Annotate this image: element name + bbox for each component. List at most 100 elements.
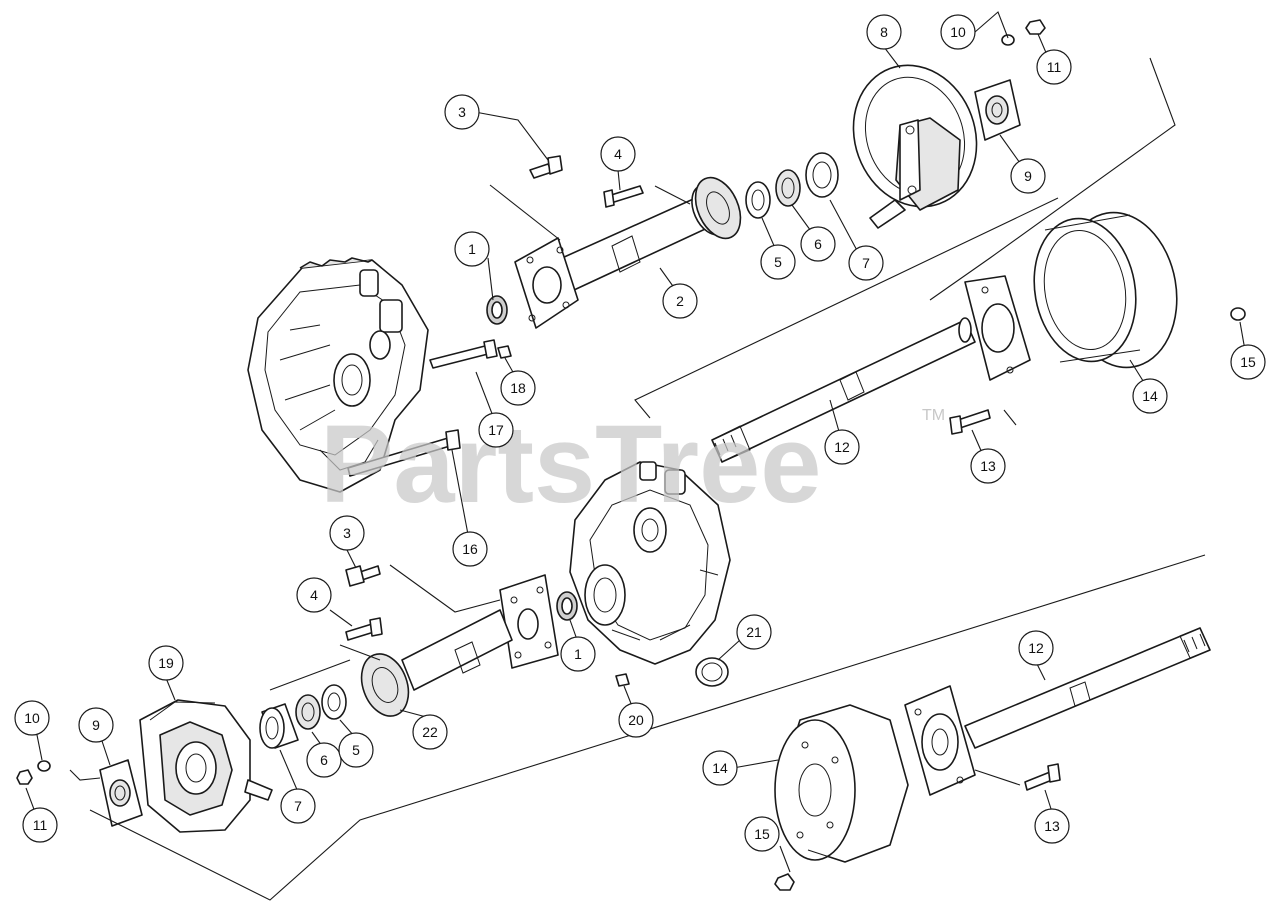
callout-bubble-5-lower[interactable]: 5 xyxy=(338,732,374,768)
axle-tube-upper xyxy=(561,176,742,291)
callout-label: 15 xyxy=(1240,354,1256,370)
bearings-upper xyxy=(745,152,839,219)
callout-bubble-12-upper[interactable]: 12 xyxy=(824,429,860,465)
callout-label: 9 xyxy=(1024,168,1032,184)
callout-label: 11 xyxy=(33,817,48,833)
callout-label: 11 xyxy=(1047,59,1062,75)
callout-label: 5 xyxy=(352,742,360,758)
callout-bubble-12-lower[interactable]: 12 xyxy=(1018,630,1054,666)
seal-lower xyxy=(556,591,578,621)
callout-label: 1 xyxy=(468,241,476,257)
axle-flange-lower xyxy=(499,574,559,669)
hardware-10-11-upper xyxy=(1001,19,1046,46)
brake-assembly-lower xyxy=(139,699,273,833)
bolt-3-lower xyxy=(345,565,381,587)
callout-bubble-4-upper[interactable]: 4 xyxy=(600,136,636,172)
callout-bubble-10-upper[interactable]: 10 xyxy=(940,14,976,50)
gasket-21 xyxy=(695,657,729,687)
callout-bubble-10-lower[interactable]: 10 xyxy=(14,700,50,736)
callout-bubble-14-upper[interactable]: 14 xyxy=(1132,378,1168,414)
brake-bracket-upper xyxy=(974,79,1021,141)
callout-bubble-13-upper[interactable]: 13 xyxy=(970,448,1006,484)
callout-bubble-13-lower[interactable]: 13 xyxy=(1034,808,1070,844)
callout-bubble-20[interactable]: 20 xyxy=(618,702,654,738)
transaxle-housing-right xyxy=(569,461,731,665)
callout-bubbles: 3 4 1 2 5 6 7 8 9 10 11 14 15 12 13 17 1… xyxy=(14,14,1266,852)
callout-label: 6 xyxy=(320,752,328,768)
partstree-watermark: PartsTree TM xyxy=(320,403,945,526)
callout-label: 9 xyxy=(92,717,100,733)
callout-label: 8 xyxy=(880,24,888,40)
washer-15-lower xyxy=(774,873,795,891)
callout-bubble-21[interactable]: 21 xyxy=(736,614,772,650)
callout-label: 1 xyxy=(574,646,582,662)
callout-bubble-8-upper[interactable]: 8 xyxy=(866,14,902,50)
callout-label: 3 xyxy=(343,525,351,541)
callout-label: 4 xyxy=(614,146,622,162)
callout-label: 14 xyxy=(712,760,728,776)
callout-label: 15 xyxy=(754,826,770,842)
bolt-4-lower xyxy=(345,617,383,641)
axle-shaft-upper xyxy=(711,317,976,463)
bolt-3-upper xyxy=(529,155,563,179)
callout-bubble-5-upper[interactable]: 5 xyxy=(760,244,796,280)
callout-bubble-1-upper[interactable]: 1 xyxy=(454,231,490,267)
callout-bubble-6-lower[interactable]: 6 xyxy=(306,742,342,778)
callout-label: 20 xyxy=(628,712,644,728)
callout-bubble-15-upper[interactable]: 15 xyxy=(1230,344,1266,380)
callout-bubble-14-lower[interactable]: 14 xyxy=(702,750,738,786)
callout-label: 12 xyxy=(834,439,850,455)
bolt-17-and-nut-18 xyxy=(429,339,512,369)
callout-bubble-22[interactable]: 22 xyxy=(412,714,448,750)
callout-label: 14 xyxy=(1142,388,1158,404)
callout-bubble-15-lower[interactable]: 15 xyxy=(744,816,780,852)
callout-label: 17 xyxy=(488,422,504,438)
callout-label: 12 xyxy=(1028,640,1044,656)
axle-shaft-lower xyxy=(964,627,1211,749)
stud-13-upper xyxy=(949,409,991,435)
callout-bubble-3-lower[interactable]: 3 xyxy=(329,515,365,551)
callout-bubble-9-upper[interactable]: 9 xyxy=(1010,158,1046,194)
callout-bubble-2-upper[interactable]: 2 xyxy=(662,283,698,319)
hardware-10-11-lower xyxy=(16,760,51,785)
callout-label: 18 xyxy=(510,380,526,396)
bolt-4-upper xyxy=(603,185,644,208)
hub-flange-upper xyxy=(964,275,1031,381)
callout-label: 10 xyxy=(24,710,40,726)
brake-drum-lower xyxy=(774,704,909,863)
callout-bubble-18[interactable]: 18 xyxy=(500,370,536,406)
callout-bubble-11-lower[interactable]: 11 xyxy=(22,807,58,843)
watermark-text: PartsTree xyxy=(320,403,821,526)
callout-label: 21 xyxy=(746,624,762,640)
callout-bubble-17[interactable]: 17 xyxy=(478,412,514,448)
brake-bracket-lower xyxy=(99,759,143,827)
brake-drum-upper xyxy=(1033,211,1178,369)
bolt-16 xyxy=(347,429,461,477)
axle-tube-lower xyxy=(360,609,513,717)
brake-assembly-upper xyxy=(852,64,978,229)
callout-bubble-1-lower[interactable]: 1 xyxy=(560,636,596,672)
callout-bubble-6-upper[interactable]: 6 xyxy=(800,226,836,262)
callout-bubble-7-lower[interactable]: 7 xyxy=(280,788,316,824)
callout-bubble-11-upper[interactable]: 11 xyxy=(1036,49,1072,85)
callout-bubble-19[interactable]: 19 xyxy=(148,645,184,681)
stud-13-lower xyxy=(1024,763,1061,791)
callout-label: 22 xyxy=(422,724,438,740)
callout-bubble-9-lower[interactable]: 9 xyxy=(78,707,114,743)
callout-label: 13 xyxy=(1044,818,1060,834)
callout-bubble-16[interactable]: 16 xyxy=(452,531,488,567)
callout-bubble-4-lower[interactable]: 4 xyxy=(296,577,332,613)
callout-label: 19 xyxy=(158,655,174,671)
hub-flange-lower xyxy=(904,685,976,796)
callout-label: 16 xyxy=(462,541,478,557)
callout-label: 3 xyxy=(458,104,466,120)
washer-15-upper xyxy=(1230,307,1246,321)
callout-label: 6 xyxy=(814,236,822,252)
callout-label: 5 xyxy=(774,254,782,270)
callout-bubble-3-upper[interactable]: 3 xyxy=(444,94,480,130)
callout-bubble-7-upper[interactable]: 7 xyxy=(848,245,884,281)
seal-upper xyxy=(486,295,508,325)
callout-label: 10 xyxy=(950,24,966,40)
callout-label: 7 xyxy=(294,798,302,814)
